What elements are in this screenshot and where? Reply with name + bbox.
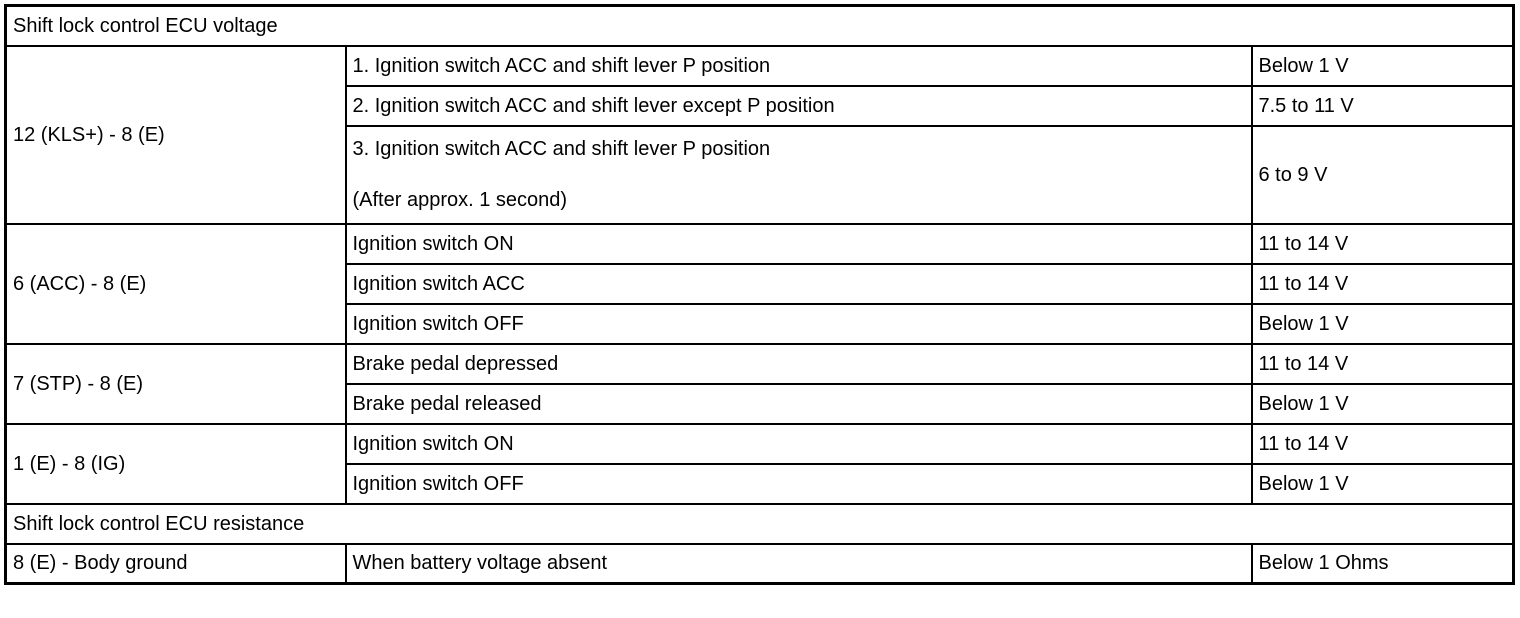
shift-lock-ecu-spec-table: Shift lock control ECU voltage 12 (KLS+)… xyxy=(4,4,1515,585)
condition-cell: 3. Ignition switch ACC and shift lever P… xyxy=(344,124,1253,225)
voltage-section-header-row: Shift lock control ECU voltage xyxy=(4,4,1515,47)
table-row: 12 (KLS+) - 8 (E) 1. Ignition switch ACC… xyxy=(4,44,1515,225)
table-row: Ignition switch OFF Below 1 V xyxy=(6,462,1515,505)
page-wrapper: Shift lock control ECU voltage 12 (KLS+)… xyxy=(4,4,1515,585)
value-cell: 6 to 9 V xyxy=(1250,124,1515,225)
condition-cell: When battery voltage absent xyxy=(344,542,1253,585)
condition-cell: Ignition switch OFF xyxy=(344,462,1253,505)
value-cell: Below 1 Ohms xyxy=(1250,542,1515,585)
condition-cell: 1. Ignition switch ACC and shift lever P… xyxy=(344,44,1253,87)
table-row: 8 (E) - Body ground When battery voltage… xyxy=(4,542,1515,585)
table-row: 2. Ignition switch ACC and shift lever e… xyxy=(6,84,1515,127)
table-row: Ignition switch OFF Below 1 V xyxy=(6,302,1515,345)
voltage-section-title: Shift lock control ECU voltage xyxy=(4,4,1515,47)
condition-cell: 2. Ignition switch ACC and shift lever e… xyxy=(344,84,1253,127)
condition-cell: Ignition switch ON xyxy=(344,222,1253,265)
table-row: 3. Ignition switch ACC and shift lever P… xyxy=(6,124,1515,225)
value-cell: 11 to 14 V xyxy=(1250,222,1515,265)
resistance-section-title: Shift lock control ECU resistance xyxy=(4,502,1515,545)
condition-note: (After approx. 1 second) xyxy=(352,189,568,211)
value-cell: 7.5 to 11 V xyxy=(1250,84,1515,127)
condition-cell: Ignition switch ACC xyxy=(344,262,1253,305)
terminal-cell: 1 (E) - 8 (IG) xyxy=(4,422,347,505)
table-row: 6 (ACC) - 8 (E) Ignition switch ON 11 to… xyxy=(4,222,1515,345)
terminal-cell: 6 (ACC) - 8 (E) xyxy=(4,222,347,345)
value-cell: Below 1 V xyxy=(1250,302,1515,345)
condition-cell: Brake pedal depressed xyxy=(344,342,1253,385)
value-cell: 11 to 14 V xyxy=(1250,262,1515,305)
terminal-cell: 12 (KLS+) - 8 (E) xyxy=(4,44,347,225)
terminal-cell: 7 (STP) - 8 (E) xyxy=(4,342,347,425)
terminal-cell: 8 (E) - Body ground xyxy=(4,542,347,585)
condition-cell: Brake pedal released xyxy=(344,382,1253,425)
table-row: 1 (E) - 8 (IG) Ignition switch ON 11 to … xyxy=(4,422,1515,505)
value-cell: Below 1 V xyxy=(1250,382,1515,425)
value-cell: Below 1 V xyxy=(1250,44,1515,87)
value-cell: Below 1 V xyxy=(1250,462,1515,505)
value-cell: 11 to 14 V xyxy=(1250,342,1515,385)
resistance-section-header-row: Shift lock control ECU resistance xyxy=(4,502,1515,545)
condition-cell: Ignition switch ON xyxy=(344,422,1253,465)
value-cell: 11 to 14 V xyxy=(1250,422,1515,465)
condition-line: 3. Ignition switch ACC and shift lever P… xyxy=(352,138,771,160)
table-row: Brake pedal released Below 1 V xyxy=(6,382,1515,425)
condition-cell: Ignition switch OFF xyxy=(344,302,1253,345)
table-row: 7 (STP) - 8 (E) Brake pedal depressed 11… xyxy=(4,342,1515,425)
table-row: Ignition switch ACC 11 to 14 V xyxy=(6,262,1515,305)
